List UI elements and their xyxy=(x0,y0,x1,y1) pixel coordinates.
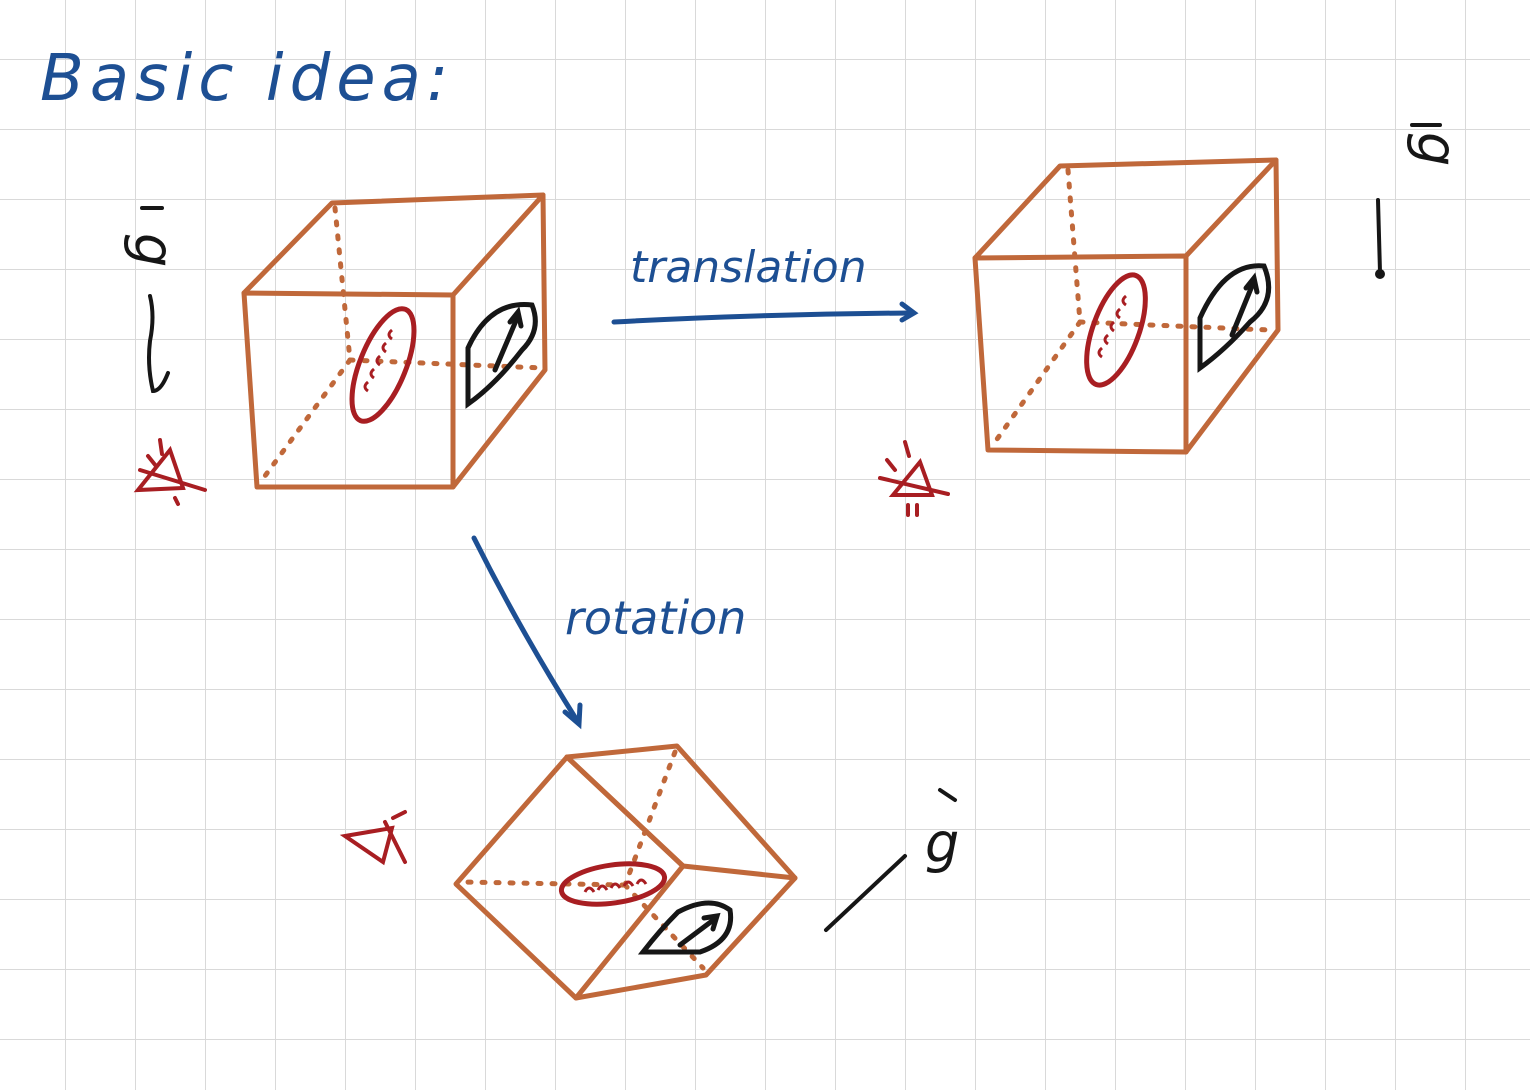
page-title: Basic idea: xyxy=(40,42,454,116)
gravity-indicator-2: g xyxy=(1375,123,1468,279)
cube-rotated xyxy=(453,743,798,1001)
gauge-icon xyxy=(465,302,538,409)
gravity-label-1: g xyxy=(122,233,185,267)
sensor-red-2 xyxy=(1084,272,1148,388)
translation-label: translation xyxy=(630,242,867,293)
rotation-arrow xyxy=(471,535,583,730)
gravity-label-2: g xyxy=(1405,132,1468,166)
rotation-label: rotation xyxy=(565,591,746,645)
sensor-red-1 xyxy=(349,306,417,424)
gravity-indicator-1: g xyxy=(122,206,185,394)
eye-icon xyxy=(339,810,407,866)
gauge-icon xyxy=(1197,263,1272,373)
gauge-icon xyxy=(637,900,734,955)
gravity-label-3: g xyxy=(925,812,959,875)
cube-translated xyxy=(972,157,1281,455)
eye-icon xyxy=(133,438,207,506)
gravity-arrow-icon xyxy=(147,294,170,394)
cube-original xyxy=(241,192,548,490)
gravity-arrow-icon xyxy=(824,854,907,932)
gravity-arrow-icon xyxy=(1376,198,1382,274)
eye-icon xyxy=(878,440,950,517)
gravity-indicator-3: g xyxy=(824,788,959,932)
translation-arrow xyxy=(611,301,919,325)
sensor-red-3 xyxy=(558,861,668,907)
